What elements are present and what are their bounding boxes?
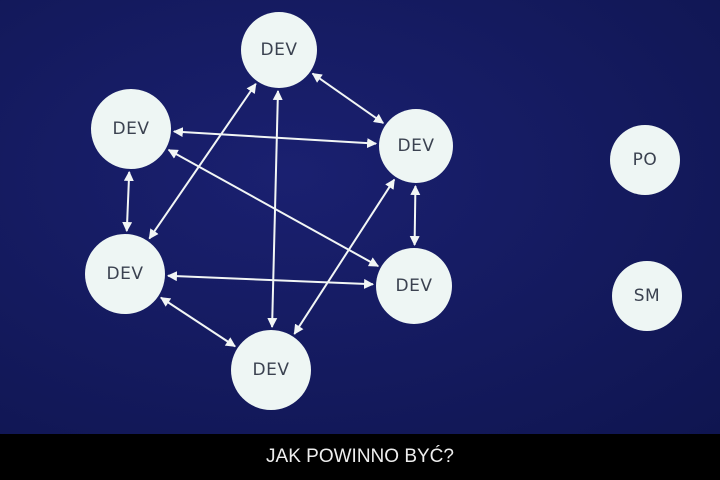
dev-node-bottom: DEV xyxy=(231,330,311,410)
subtitle-caption: JAK POWINNO BYĆ? xyxy=(0,434,720,480)
arrow-dev-left-bottom-dev-bottom xyxy=(160,296,236,348)
dev-node-right-bottom: DEV xyxy=(376,248,452,324)
arrow-dev-right-top-dev-bottom xyxy=(293,178,396,335)
arrow-dev-left-bottom-dev-right-bottom xyxy=(166,271,375,289)
arrow-dev-left-top-dev-left-bottom xyxy=(122,170,134,233)
node-label: DEV xyxy=(252,360,290,380)
arrow-dev-left-top-dev-right-top xyxy=(172,127,378,149)
slide: DEV DEV DEV DEV DEV DEV PO SM xyxy=(0,0,720,434)
node-label: PO xyxy=(632,150,658,170)
sm-node: SM xyxy=(612,261,682,331)
node-label: SM xyxy=(633,286,661,306)
diagram-edges xyxy=(122,72,421,348)
node-label: DEV xyxy=(112,119,150,139)
arrow-dev-top-dev-right-top xyxy=(311,72,385,124)
dev-node-top: DEV xyxy=(241,12,317,88)
dev-node-left-bottom: DEV xyxy=(85,234,165,314)
dev-node-left-top: DEV xyxy=(91,89,171,169)
node-label: DEV xyxy=(395,276,433,296)
arrow-dev-top-dev-left-bottom xyxy=(148,82,257,240)
caption-text: JAK POWINNO BYĆ? xyxy=(266,446,454,467)
arrow-dev-right-top-dev-right-bottom xyxy=(409,184,421,247)
node-label: DEV xyxy=(106,264,144,284)
po-node: PO xyxy=(610,125,680,195)
dev-node-right-top: DEV xyxy=(379,109,453,183)
node-label: DEV xyxy=(260,40,298,60)
node-label: DEV xyxy=(397,136,435,156)
